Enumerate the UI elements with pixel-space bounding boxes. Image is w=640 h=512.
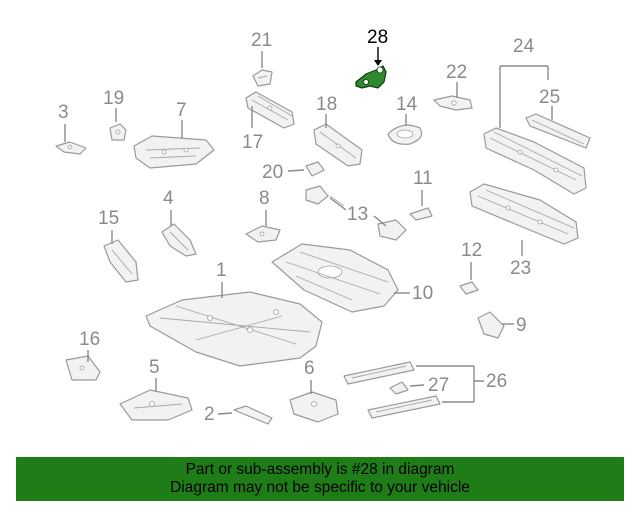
part-22[interactable] bbox=[433, 95, 473, 111]
callout-26: 26 bbox=[486, 371, 507, 392]
callout-19: 19 bbox=[103, 88, 124, 109]
callout-5: 5 bbox=[149, 357, 160, 378]
part-20[interactable] bbox=[305, 161, 325, 177]
part-10[interactable] bbox=[271, 243, 399, 313]
arrow-28 bbox=[374, 60, 382, 66]
part-14[interactable] bbox=[387, 124, 423, 145]
callout-8: 8 bbox=[259, 188, 270, 209]
part-3[interactable] bbox=[55, 141, 87, 155]
part-13[interactable] bbox=[305, 185, 407, 241]
callout-14: 14 bbox=[396, 94, 418, 115]
callout-9: 9 bbox=[516, 315, 527, 336]
part-7[interactable] bbox=[133, 135, 215, 169]
leader-27 bbox=[409, 384, 425, 387]
part-26-upper[interactable] bbox=[343, 361, 415, 385]
part-25[interactable] bbox=[525, 113, 591, 149]
part-2[interactable] bbox=[233, 405, 273, 425]
info-banner: Part or sub-assembly is #28 in diagram D… bbox=[16, 457, 624, 501]
part-27[interactable] bbox=[389, 381, 409, 395]
part-15[interactable] bbox=[103, 239, 139, 283]
callout-23: 23 bbox=[510, 258, 531, 279]
callout-12: 12 bbox=[461, 240, 482, 261]
callout-2: 2 bbox=[204, 404, 215, 425]
callout-13: 13 bbox=[347, 204, 368, 225]
callout-4: 4 bbox=[163, 188, 174, 209]
callout-3: 3 bbox=[58, 102, 69, 123]
leader-2 bbox=[217, 412, 233, 415]
part-23[interactable] bbox=[469, 183, 579, 245]
part-17[interactable] bbox=[245, 91, 295, 129]
part-4[interactable] bbox=[161, 223, 197, 257]
part-19[interactable] bbox=[109, 123, 127, 141]
part-11[interactable] bbox=[409, 207, 433, 221]
part-8[interactable] bbox=[245, 225, 281, 243]
callout-18: 18 bbox=[316, 94, 337, 115]
callout-7: 7 bbox=[176, 100, 187, 121]
callout-15: 15 bbox=[98, 208, 119, 229]
callout-10: 10 bbox=[412, 283, 433, 304]
part-28[interactable] bbox=[355, 65, 387, 89]
callout-16: 16 bbox=[79, 329, 100, 350]
callout-20: 20 bbox=[262, 162, 283, 183]
leader-26 bbox=[416, 365, 484, 403]
part-6[interactable] bbox=[289, 391, 339, 423]
callout-27: 27 bbox=[428, 375, 449, 396]
part-9[interactable] bbox=[477, 311, 505, 339]
part-26-lower[interactable] bbox=[367, 395, 441, 419]
banner-line-1: Part or sub-assembly is #28 in diagram bbox=[185, 461, 455, 478]
part-24[interactable] bbox=[483, 127, 587, 195]
part-12[interactable] bbox=[459, 281, 479, 295]
callout-25: 25 bbox=[539, 87, 560, 108]
callout-21: 21 bbox=[251, 30, 272, 51]
callout-1: 1 bbox=[216, 260, 227, 281]
callout-11: 11 bbox=[413, 168, 433, 189]
callout-6: 6 bbox=[304, 358, 315, 379]
leader-24 bbox=[499, 65, 549, 128]
part-1[interactable] bbox=[145, 291, 323, 367]
callout-24: 24 bbox=[513, 36, 535, 57]
callout-17: 17 bbox=[242, 132, 263, 153]
part-18[interactable] bbox=[313, 123, 363, 167]
part-21[interactable] bbox=[252, 69, 273, 87]
leader-13 bbox=[329, 197, 387, 227]
part-5[interactable] bbox=[119, 389, 193, 421]
banner-line-2: Diagram may not be specific to your vehi… bbox=[170, 479, 470, 496]
callout-28: 28 bbox=[367, 27, 388, 48]
callout-22: 22 bbox=[446, 62, 467, 83]
leader-20 bbox=[287, 169, 305, 172]
part-16[interactable] bbox=[65, 355, 101, 381]
